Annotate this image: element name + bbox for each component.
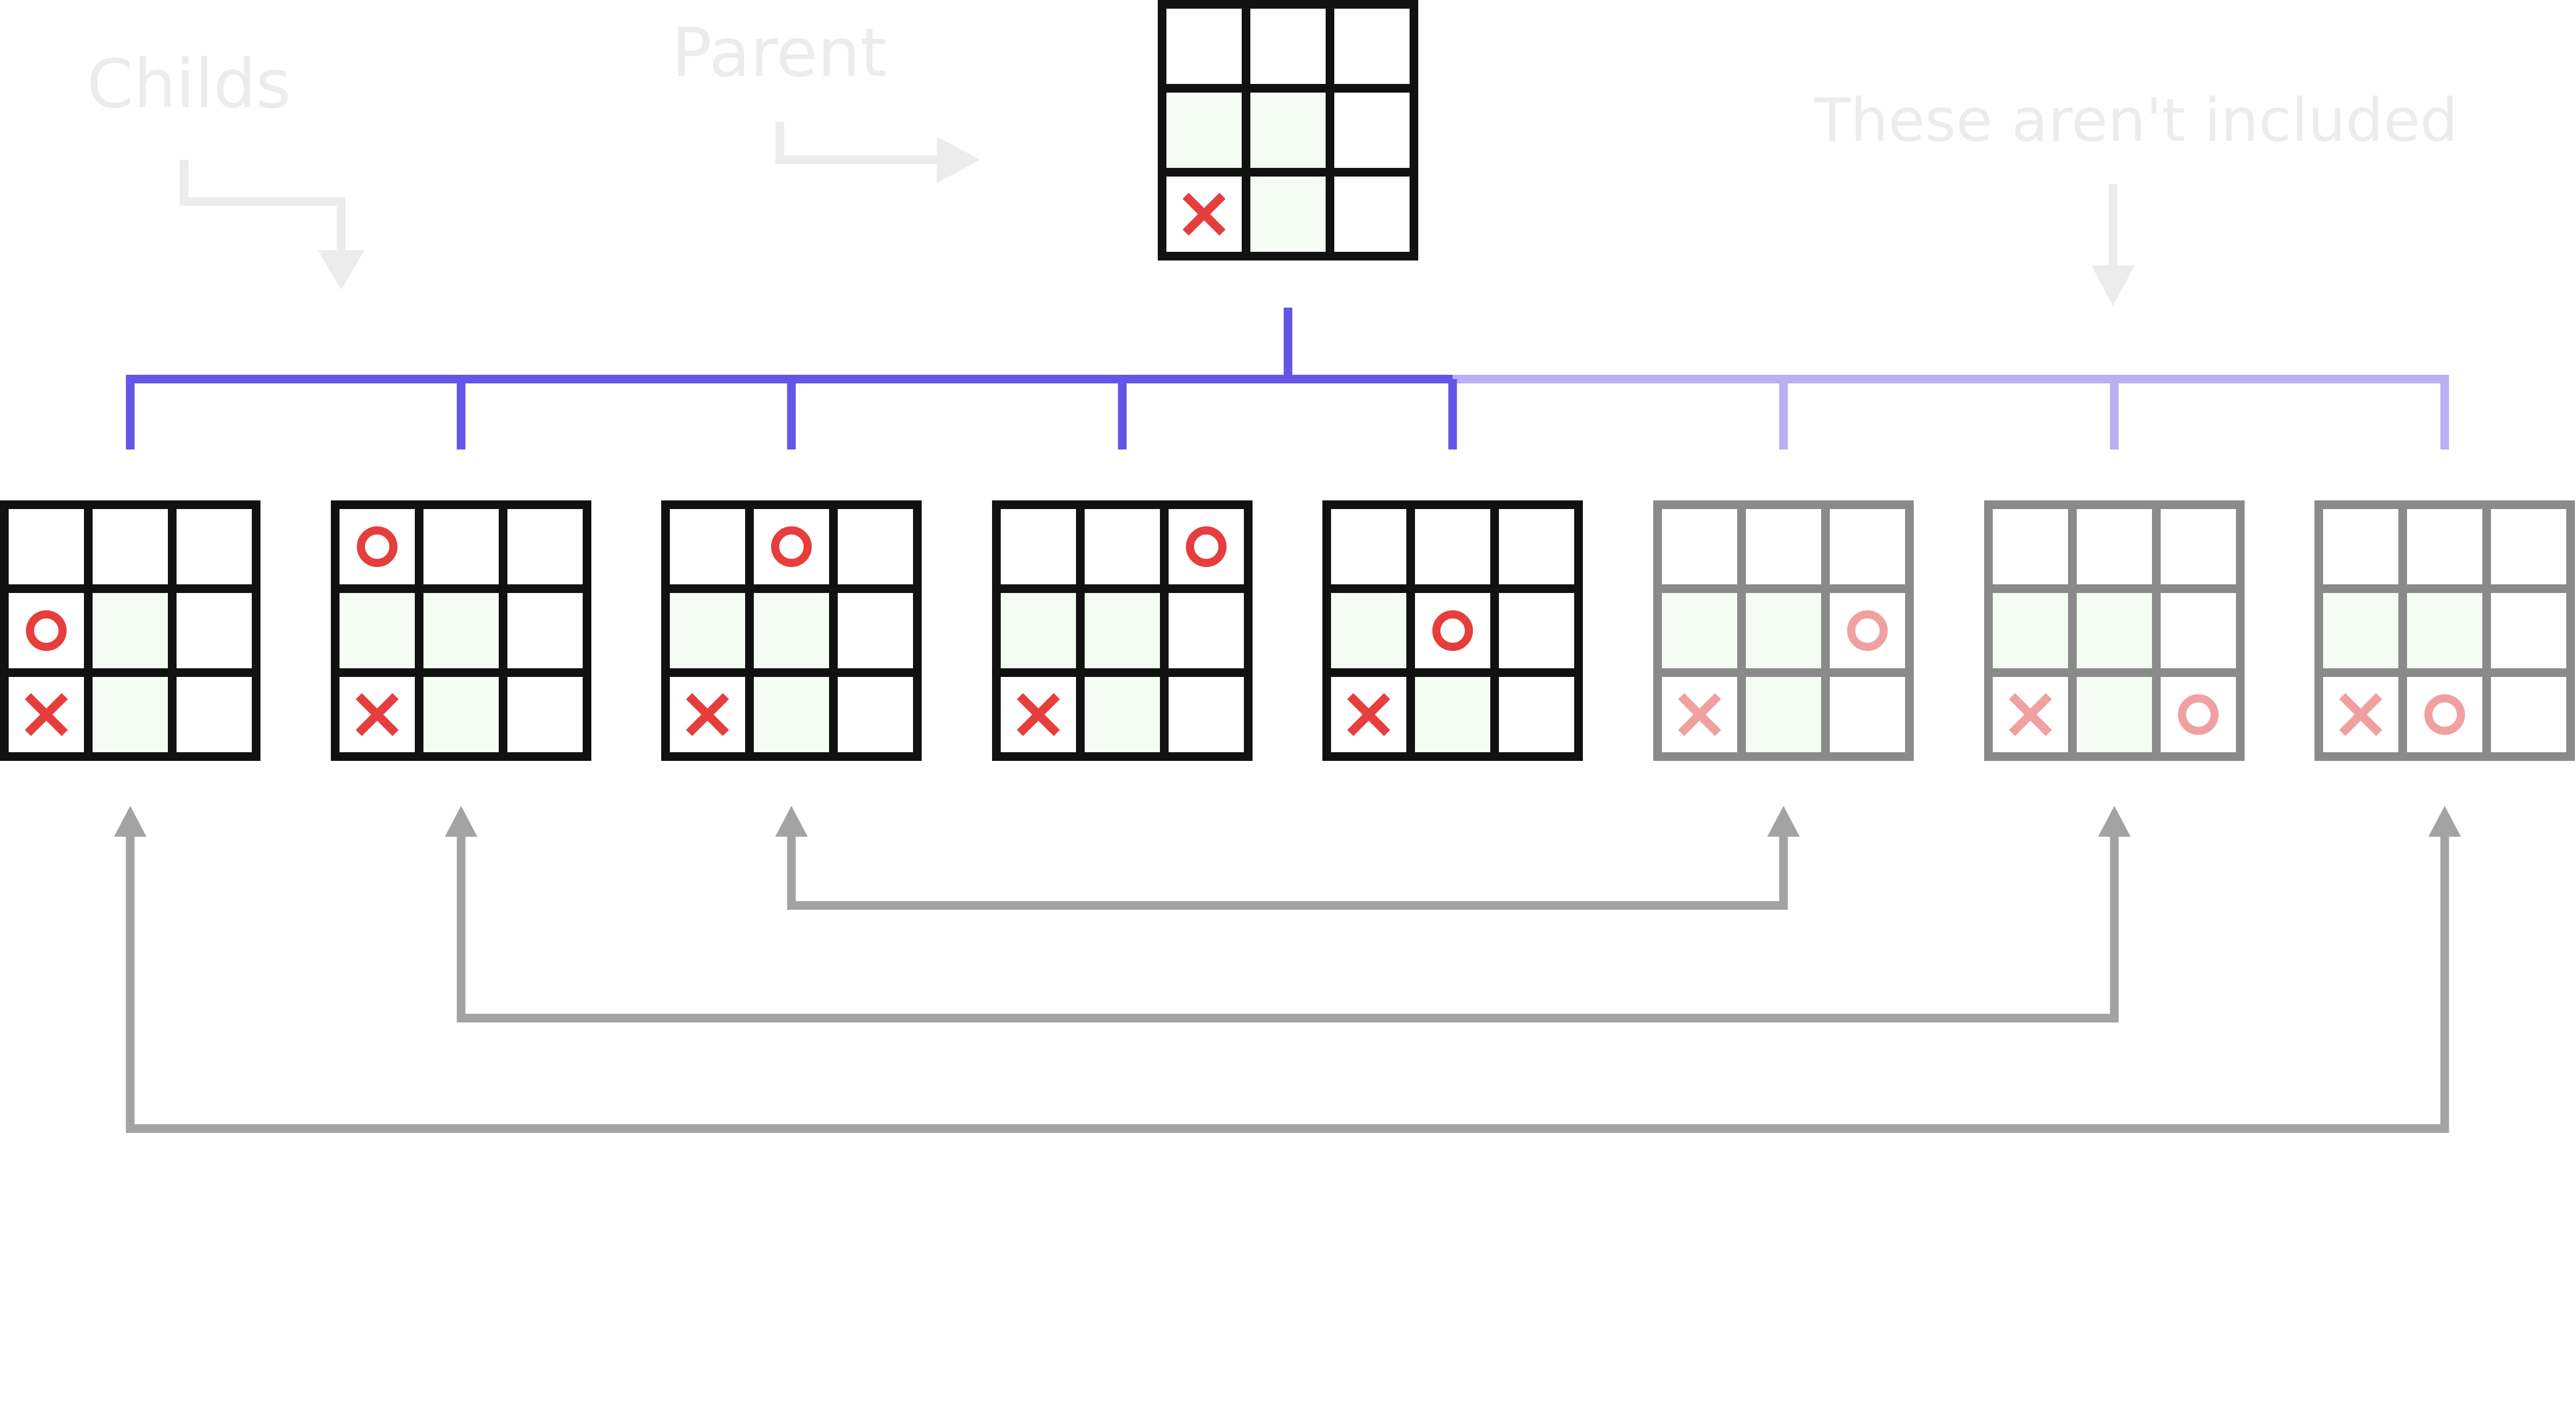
o-mark-icon: [2178, 694, 2219, 735]
highlight-cell: [1411, 673, 1495, 757]
arrowhead-icon: [445, 806, 478, 837]
annotation-arrows: [180, 122, 2135, 306]
board-border: [1322, 500, 1583, 761]
arrowhead-icon: [2098, 806, 2131, 837]
o-mark-icon: [2424, 694, 2465, 735]
x-mark-icon: [1347, 693, 1391, 737]
highlight-cell: [749, 673, 833, 757]
boards: [0, 0, 2575, 761]
o-mark-icon: [771, 526, 812, 567]
highlight-cell: [996, 589, 1080, 673]
arrowhead-icon: [2091, 265, 2135, 306]
o-mark-icon: [26, 610, 67, 651]
board-border: [331, 500, 591, 761]
highlight-cell: [1742, 589, 1825, 673]
child-board-1: [0, 500, 260, 761]
highlight-cell: [1742, 673, 1825, 757]
child-board-4: [992, 500, 1253, 761]
arrowhead-icon: [114, 806, 147, 837]
x-mark-icon: [1016, 693, 1060, 737]
x-mark-icon: [24, 693, 68, 737]
symmetry-connector: [126, 834, 2449, 1133]
board-border: [1653, 500, 1914, 761]
o-mark-icon: [1186, 526, 1227, 567]
symmetry-connector: [456, 834, 2119, 1022]
x-mark-icon: [355, 693, 399, 737]
highlight-cell: [1080, 673, 1164, 757]
child-board-2: [331, 500, 591, 761]
parent-label: Parent: [671, 14, 886, 92]
child-board-5: [1322, 500, 1583, 761]
child-board-3: [661, 500, 922, 761]
arrowhead-icon: [937, 136, 980, 183]
board-border: [661, 500, 922, 761]
child-board-7: [1984, 500, 2245, 761]
highlight-cell: [419, 589, 503, 673]
o-mark-icon: [357, 526, 397, 567]
highlight-cell: [335, 589, 419, 673]
board-border: [2314, 500, 2575, 761]
highlight-cell: [2072, 673, 2156, 757]
childs-label: Childs: [87, 45, 291, 123]
highlight-cell: [1162, 88, 1246, 172]
highlight-cell: [749, 589, 833, 673]
highlight-cell: [2403, 589, 2487, 673]
board-border: [1984, 500, 2245, 761]
board-border: [992, 500, 1253, 761]
highlight-cell: [88, 589, 172, 673]
symmetry-arrows: [114, 806, 2461, 1133]
excluded-label: These aren't included: [1814, 86, 2458, 155]
x-mark-icon: [1182, 192, 1226, 236]
childs-pointer-arrow: [180, 160, 345, 255]
tree-connectors: [126, 308, 2449, 449]
arrowhead-icon: [775, 806, 808, 837]
arrowhead-icon: [318, 250, 364, 290]
highlight-cell: [2319, 589, 2403, 673]
parent-board: [1158, 0, 1418, 260]
highlight-cell: [1658, 589, 1742, 673]
child-board-6: [1653, 500, 1914, 761]
highlight-cell: [1080, 589, 1164, 673]
highlight-cell: [1246, 172, 1330, 256]
x-mark-icon: [686, 693, 729, 737]
arrowhead-icon: [2428, 806, 2461, 837]
symmetry-connector: [787, 834, 1788, 910]
o-mark-icon: [1847, 610, 1888, 651]
highlight-cell: [2072, 589, 2156, 673]
board-border: [1158, 0, 1418, 260]
board-border: [0, 500, 260, 761]
parent-pointer-arrow: [775, 122, 942, 164]
x-mark-icon: [2339, 693, 2383, 737]
highlight-cell: [1988, 589, 2072, 673]
highlight-cell: [419, 673, 503, 757]
x-mark-icon: [2008, 693, 2052, 737]
highlight-cell: [666, 589, 749, 673]
highlight-cell: [88, 673, 172, 757]
o-mark-icon: [1432, 610, 1473, 651]
arrowhead-icon: [1767, 806, 1800, 837]
x-mark-icon: [1678, 693, 1721, 737]
highlight-cell: [1246, 88, 1330, 172]
child-board-8: [2314, 500, 2575, 761]
highlight-cell: [1327, 589, 1411, 673]
